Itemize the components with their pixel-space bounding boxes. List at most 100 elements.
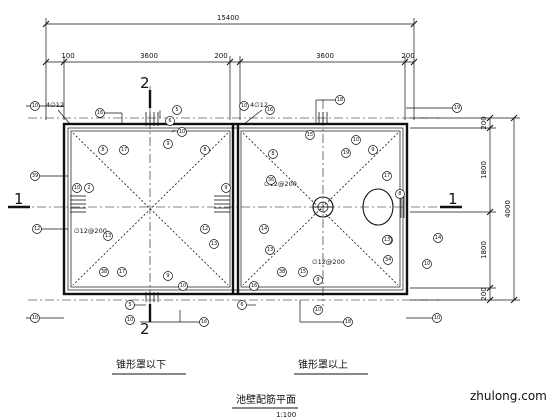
svg-text:5: 5 <box>175 107 178 113</box>
callout-8-b: 8 <box>200 145 210 155</box>
callout-10-h: 10 <box>178 281 188 291</box>
callout-13-d: 13 <box>265 245 275 255</box>
svg-text:12: 12 <box>202 226 208 232</box>
svg-text:38: 38 <box>279 269 285 275</box>
svg-text:5: 5 <box>128 302 131 308</box>
svg-text:19: 19 <box>454 105 460 111</box>
callout-14-b: 14 <box>433 233 443 243</box>
svg-text:9: 9 <box>224 185 227 191</box>
callout-9-c: 9 <box>221 183 231 193</box>
callout-12-b: 12 <box>200 224 210 234</box>
callout-8-c: 8 <box>268 149 278 159</box>
callout-39-a: 39 <box>30 171 40 181</box>
svg-text:10: 10 <box>180 283 186 289</box>
svg-text:13: 13 <box>105 233 111 239</box>
callouts: 10 16 5 6 10 8 17 9 8 10 18 19 16 15 10 … <box>30 95 462 327</box>
svg-text:6: 6 <box>240 302 243 308</box>
svg-text:18: 18 <box>345 319 351 325</box>
svg-text:10: 10 <box>74 185 80 191</box>
svg-text:12: 12 <box>34 226 40 232</box>
cone-center-symbol <box>312 196 334 218</box>
svg-text:13: 13 <box>267 247 273 253</box>
callout-34-a: 34 <box>383 255 393 265</box>
callout-15-a: 15 <box>305 130 315 140</box>
callout-17-b: 17 <box>382 171 392 181</box>
dim-right-3: 1800 <box>480 241 488 259</box>
svg-text:18: 18 <box>337 97 343 103</box>
dim-top-1: 100 <box>61 52 74 60</box>
svg-text:9: 9 <box>316 277 319 283</box>
dim-right-total: 4000 <box>504 200 512 218</box>
callout-10-a: 10 <box>30 101 40 111</box>
callout-19-b: 19 <box>341 148 351 158</box>
svg-text:6: 6 <box>168 118 171 124</box>
tank-walls <box>62 122 409 296</box>
svg-text:10: 10 <box>315 307 321 313</box>
right-dimension-lines <box>410 114 520 304</box>
section-2-top: 2 <box>140 74 150 92</box>
svg-text:9: 9 <box>371 147 374 153</box>
callout-38-a: 38 <box>99 267 109 277</box>
callout-8-a: 8 <box>98 145 108 155</box>
svg-text:14: 14 <box>435 235 441 241</box>
callout-10-d: 10 <box>351 135 361 145</box>
callout-14-a: 14 <box>259 224 269 234</box>
svg-text:9: 9 <box>166 141 169 147</box>
callout-6-a: 6 <box>165 116 175 126</box>
section-2-bottom: 2 <box>140 320 150 338</box>
callout-10-i: 10 <box>125 315 135 325</box>
callout-5-b: 5 <box>125 300 135 310</box>
callout-12-a: 12 <box>32 224 42 234</box>
svg-text:8: 8 <box>271 151 274 157</box>
callout-13-c: 13 <box>382 235 392 245</box>
svg-text:9: 9 <box>166 273 169 279</box>
manhole-opening <box>362 188 394 226</box>
svg-text:17: 17 <box>121 147 127 153</box>
dim-top-4: 3600 <box>316 52 334 60</box>
svg-text:16: 16 <box>97 110 103 116</box>
drawing-scale: 1:100 <box>276 411 296 419</box>
callout-18-b: 18 <box>343 317 353 327</box>
callout-15-b: 15 <box>298 267 308 277</box>
top-dimension-lines <box>42 18 418 120</box>
callout-5-a: 5 <box>172 105 182 115</box>
caption-above-cone: 锥形罩以上 <box>298 359 348 371</box>
dim-top-2: 3600 <box>140 52 158 60</box>
svg-text:8: 8 <box>398 191 401 197</box>
svg-text:10: 10 <box>424 261 430 267</box>
svg-text:34: 34 <box>385 257 391 263</box>
callout-16-b: 16 <box>265 105 275 115</box>
callout-10-k: 10 <box>432 313 442 323</box>
svg-text:15: 15 <box>307 132 313 138</box>
svg-text:16: 16 <box>267 107 273 113</box>
callout-13-b: 13 <box>209 239 219 249</box>
callout-9-b: 9 <box>368 145 378 155</box>
rebar-label-right-top: 4∅12 <box>250 101 268 109</box>
callout-10-j: 10 <box>313 305 323 315</box>
svg-text:15: 15 <box>300 269 306 275</box>
svg-text:10: 10 <box>353 137 359 143</box>
callout-10-b: 10 <box>177 127 187 137</box>
section-cut-lines <box>8 90 462 322</box>
callout-36-a: 36 <box>266 175 276 185</box>
rebar-label-left-mid: ∅12@200 <box>74 227 107 235</box>
callout-17-a: 17 <box>119 145 129 155</box>
watermark: zhulong.com <box>470 389 547 403</box>
callout-2-a: 2 <box>84 183 94 193</box>
callout-16-a: 16 <box>95 108 105 118</box>
callout-16-c: 16 <box>249 281 259 291</box>
svg-text:10: 10 <box>127 317 133 323</box>
dim-right-2: 1800 <box>480 161 488 179</box>
callout-19-a: 19 <box>452 103 462 113</box>
callout-9-e: 9 <box>313 275 323 285</box>
callout-6-b: 6 <box>237 300 247 310</box>
callout-17-c: 17 <box>117 267 127 277</box>
pipe-hatch-marks <box>70 112 405 302</box>
svg-text:10: 10 <box>241 103 247 109</box>
drawing-title: 池壁配筋平面 <box>236 393 296 406</box>
svg-text:13: 13 <box>384 237 390 243</box>
svg-text:17: 17 <box>384 173 390 179</box>
rebar-label-right-mid: ∅12@200 <box>264 180 297 188</box>
svg-text:17: 17 <box>119 269 125 275</box>
